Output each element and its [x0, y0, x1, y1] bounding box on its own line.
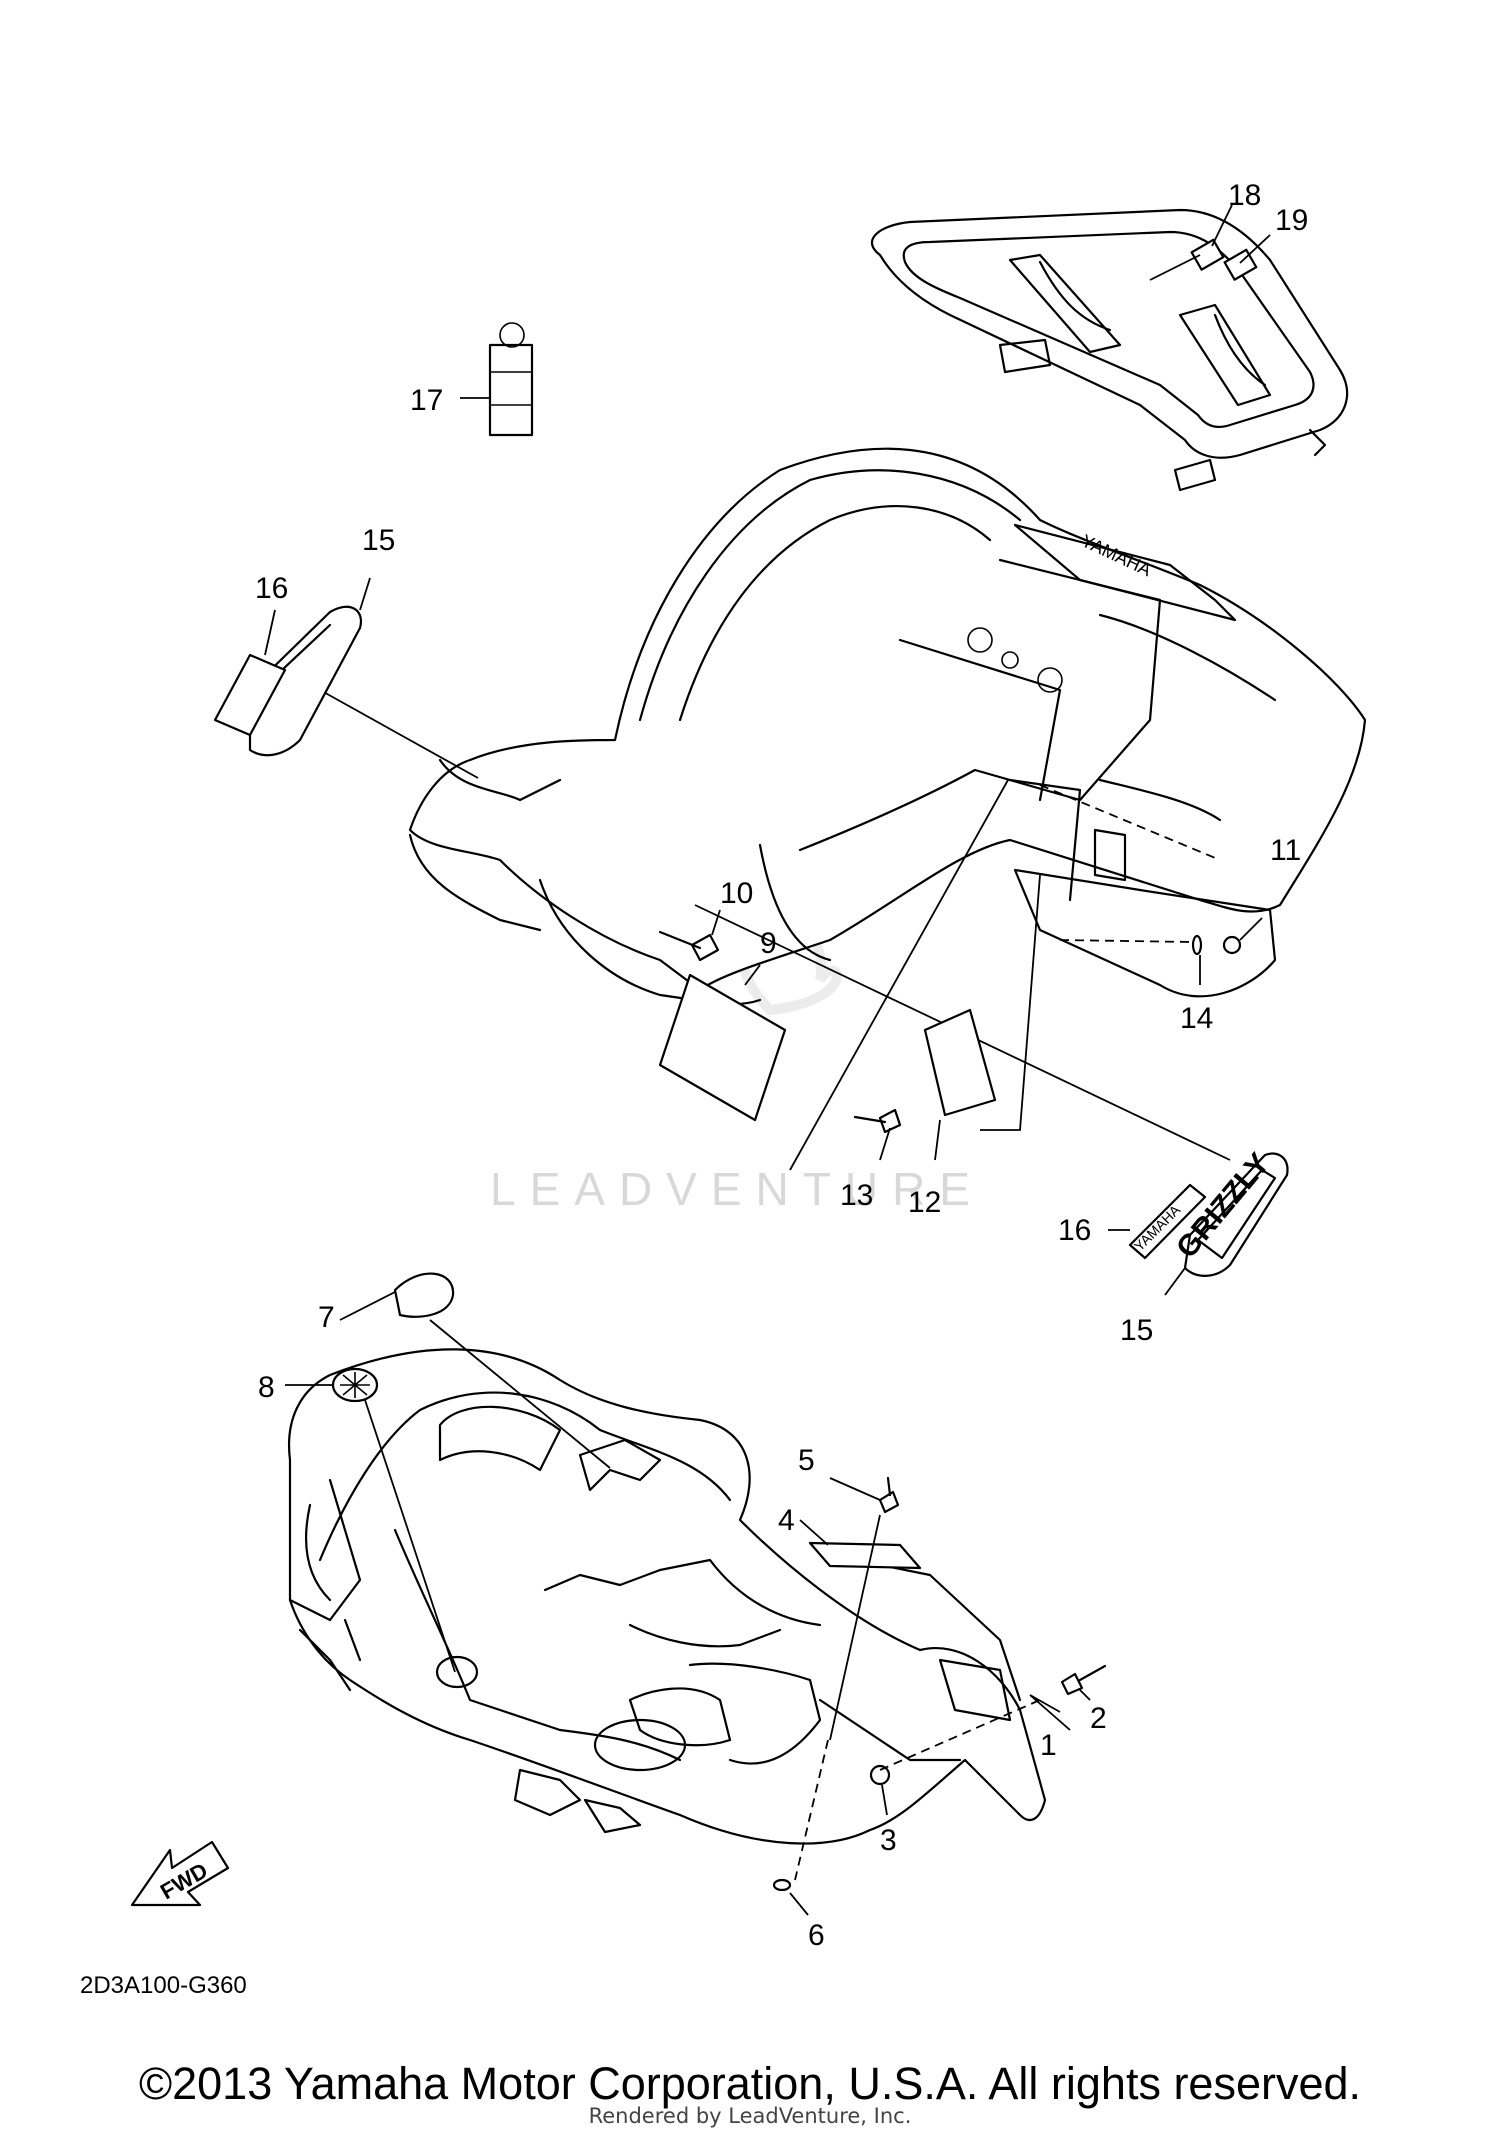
watermark-text: LEADVENTURE [490, 1163, 984, 1215]
fastener-6 [772, 1878, 792, 1892]
callout-15-right: 15 [1120, 1314, 1153, 1347]
copyright-notice: ©2013 Yamaha Motor Corporation, U.S.A. A… [138, 2058, 1362, 2109]
plate-9 [658, 973, 787, 1122]
warning-tag-17 [460, 322, 534, 437]
rivet-2 [1060, 1664, 1107, 1696]
decal-7 [393, 1272, 455, 1318]
rendered-by-text: Rendered by LeadVenture, Inc. [588, 2104, 912, 2128]
callout-13: 13 [840, 1179, 873, 1212]
fwd-arrow-icon: FWD [130, 1840, 230, 1907]
callout-1: 1 [1040, 1729, 1057, 1762]
callout-11: 11 [1270, 834, 1301, 867]
callout-3: 3 [880, 1824, 897, 1857]
callout-12: 12 [908, 1186, 941, 1219]
plate-12 [923, 1008, 997, 1117]
rear-fender [408, 447, 1367, 1006]
callout-6: 6 [808, 1919, 825, 1952]
side-decal-15-left [248, 605, 363, 757]
callout-17: 17 [410, 384, 443, 417]
callout-16-left: 16 [255, 572, 288, 605]
callout-5: 5 [798, 1444, 815, 1477]
callout-9: 9 [760, 927, 777, 960]
emblem-8 [331, 1367, 379, 1403]
plate-4 [808, 1541, 922, 1570]
label-19-decal [1223, 248, 1258, 281]
callout-19: 19 [1275, 204, 1308, 237]
label-18-decal [1190, 238, 1225, 271]
bolt-10 [658, 930, 720, 962]
callout-2: 2 [1090, 1702, 1107, 1735]
callout-14: 14 [1180, 1002, 1213, 1035]
bolt-13 [853, 1108, 902, 1134]
front-fender [288, 1348, 1047, 1845]
rivet-5 [878, 1476, 900, 1514]
grommet-11 [1222, 935, 1242, 955]
grommet-3 [869, 1764, 891, 1786]
yamaha-decal-16-left [213, 653, 287, 737]
callout-15-left: 15 [362, 524, 395, 557]
callout-18: 18 [1228, 179, 1261, 212]
callout-10: 10 [720, 877, 753, 910]
callout-7: 7 [318, 1301, 335, 1334]
callout-4: 4 [778, 1504, 795, 1537]
part-code: 2D3A100-G360 [80, 1972, 247, 1999]
grommet-14 [1191, 934, 1203, 956]
rear-carrier-rack [871, 208, 1349, 492]
callout-16-right: 16 [1058, 1214, 1091, 1247]
callout-8: 8 [258, 1371, 275, 1404]
